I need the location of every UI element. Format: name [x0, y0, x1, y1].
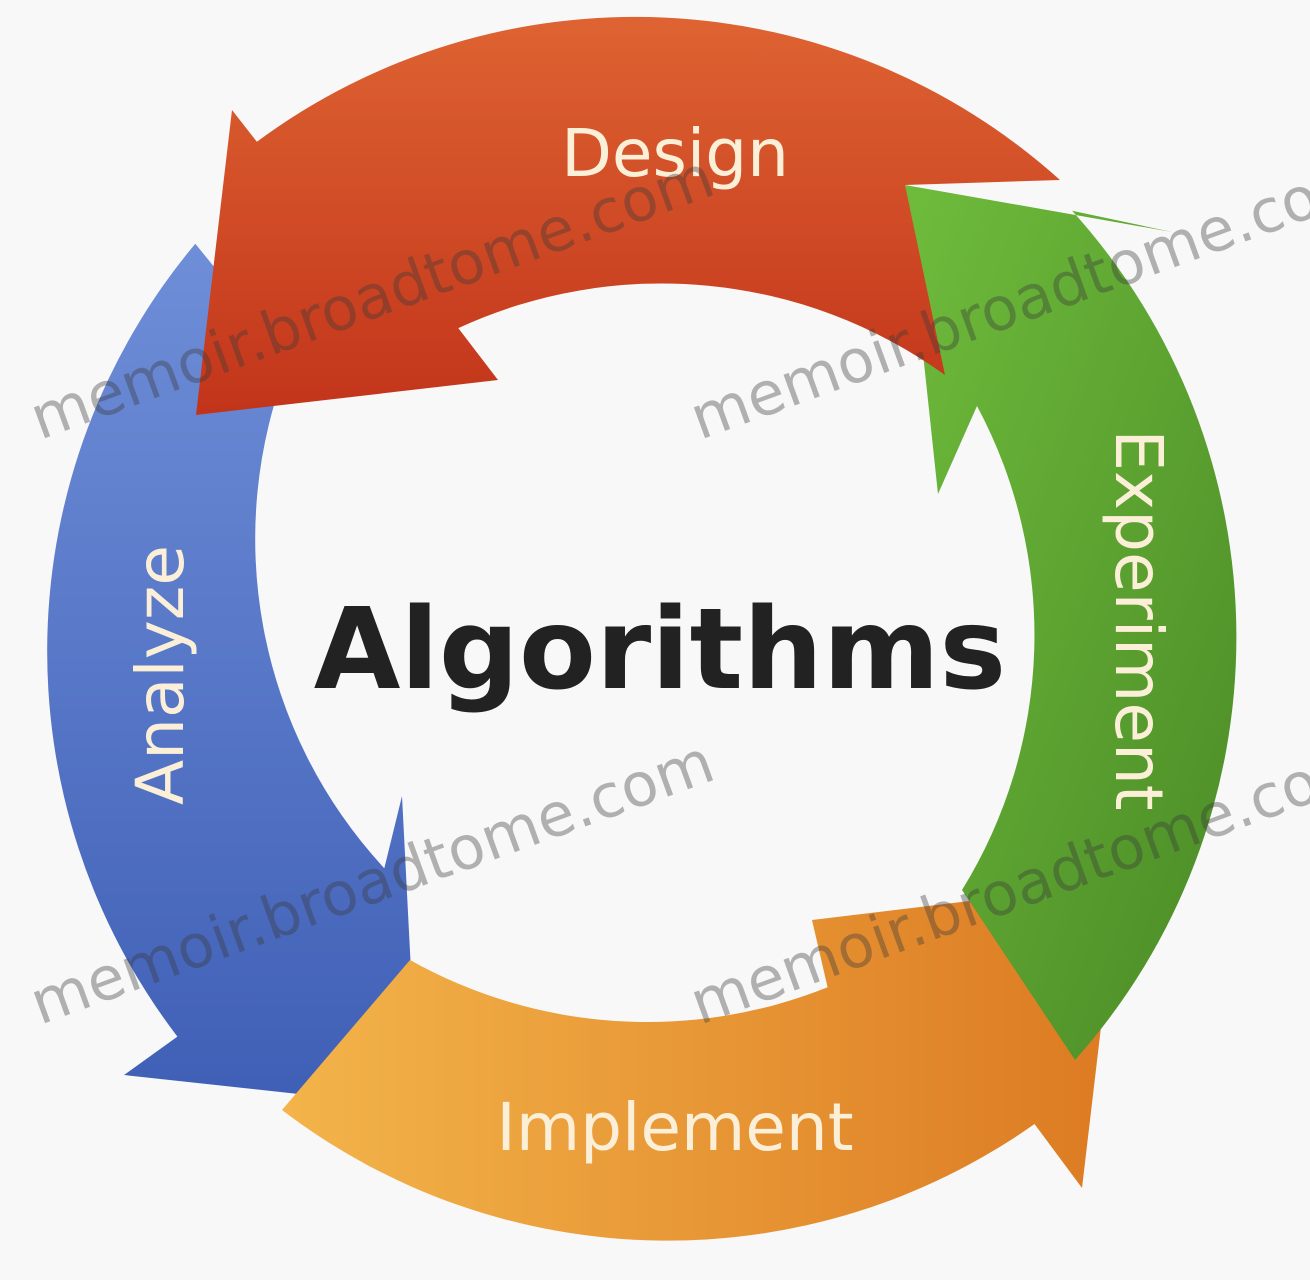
stage-analyze [47, 243, 418, 1107]
stage-implement [282, 883, 1118, 1241]
stage-label-implement: Implement [496, 1089, 853, 1166]
stage-design [196, 16, 1060, 416]
arrow-implement [282, 883, 1118, 1241]
arrow-experiment [905, 185, 1237, 1060]
stage-label-design: Design [561, 115, 789, 192]
center-title: Algorithms [314, 585, 1006, 715]
stage-label-experiment: Experiment [1100, 429, 1177, 810]
arrow-design [196, 16, 1060, 416]
arrow-analyze [47, 243, 418, 1107]
stage-label-analyze: Analyze [122, 545, 199, 805]
stage-experiment [905, 185, 1237, 1060]
